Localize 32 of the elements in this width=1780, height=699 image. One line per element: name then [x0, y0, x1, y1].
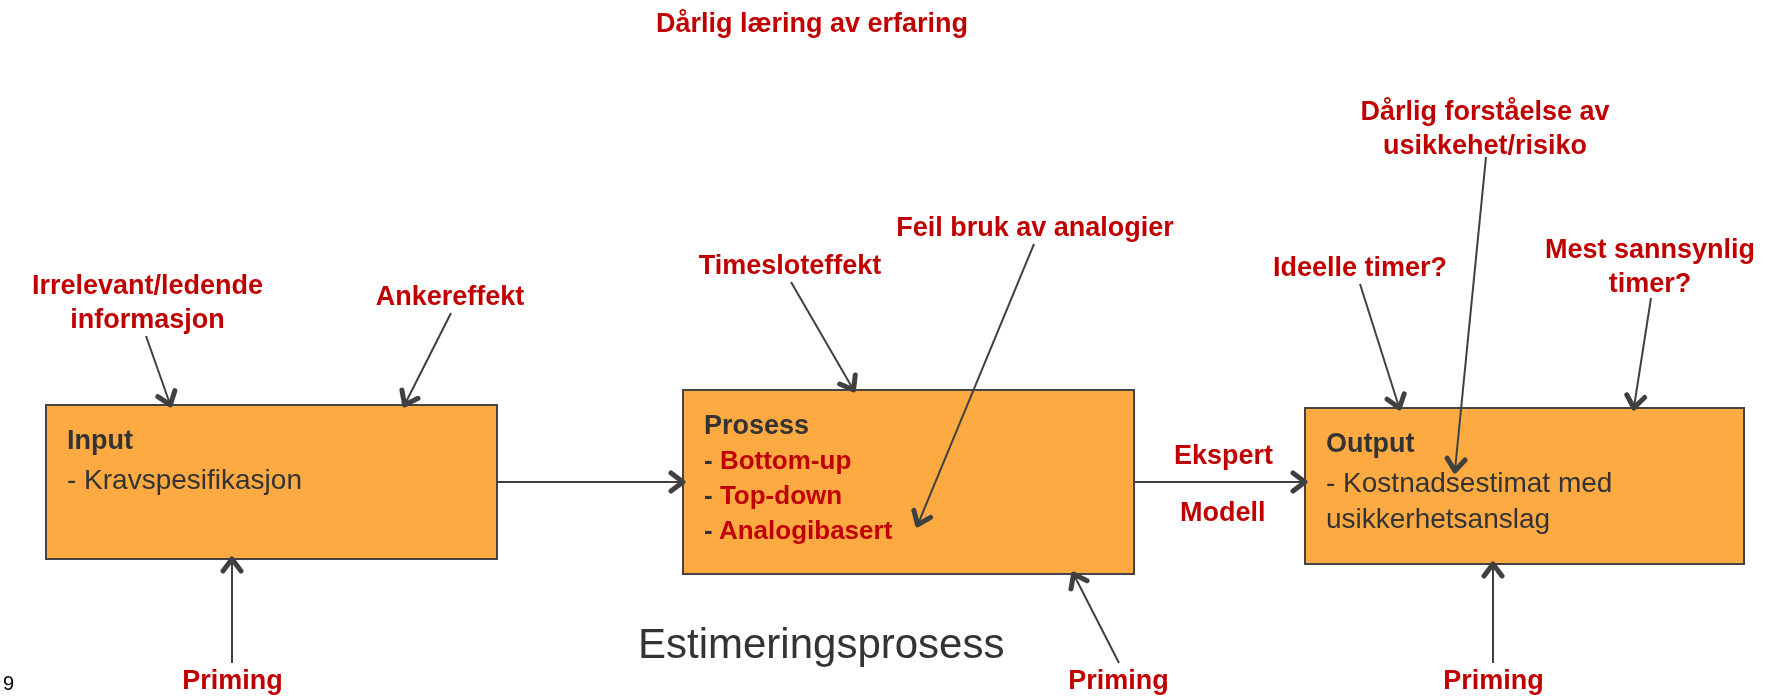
annotation-text: Priming [1431, 663, 1556, 697]
annotation-text: Dårlig forståelse av usikkehet/risiko [1330, 94, 1640, 162]
process-box [45, 404, 498, 560]
box-heading: Input [67, 424, 134, 457]
annotation-text: Ideelle timer? [1255, 250, 1465, 284]
title: Dårlig læring av erfaring [656, 8, 969, 39]
list-item: - Bottom-up [704, 444, 853, 477]
process-box [682, 389, 1135, 575]
list-item: - Analogibasert [704, 514, 894, 547]
leader-arrow [1068, 571, 1120, 664]
box-text: - Kravspesifikasjon [67, 463, 303, 497]
annotation-text: Priming [170, 663, 295, 697]
annotation-text: Feil bruk av analogier [870, 210, 1200, 244]
annotation-text: Timesloteffekt [680, 248, 900, 282]
box-heading: Output [1326, 427, 1416, 460]
leader-arrow [220, 556, 244, 664]
box-text: - Kostnadsestimat med usikkerhetsanslag [1326, 466, 1614, 536]
leader-arrow [1481, 561, 1505, 664]
list-item: - Top-down [704, 479, 844, 512]
process-box [1304, 407, 1745, 565]
annotation-text: Ankereffekt [360, 279, 540, 313]
annotation-text: Mest sannsynlig timer? [1525, 232, 1775, 300]
method-label: Modell [1180, 497, 1266, 528]
leader-arrow [911, 243, 1035, 528]
leader-arrow [1444, 156, 1487, 474]
arrow [497, 470, 686, 494]
annotation-text: Priming [1056, 663, 1181, 697]
annotation-text: Irrelevant/ledende informasjon [5, 268, 290, 336]
caption: Estimeringsprosess [638, 620, 1005, 668]
box-heading: Prosess [704, 409, 811, 442]
page-number: 9 [3, 672, 15, 695]
arrow [1134, 470, 1308, 494]
